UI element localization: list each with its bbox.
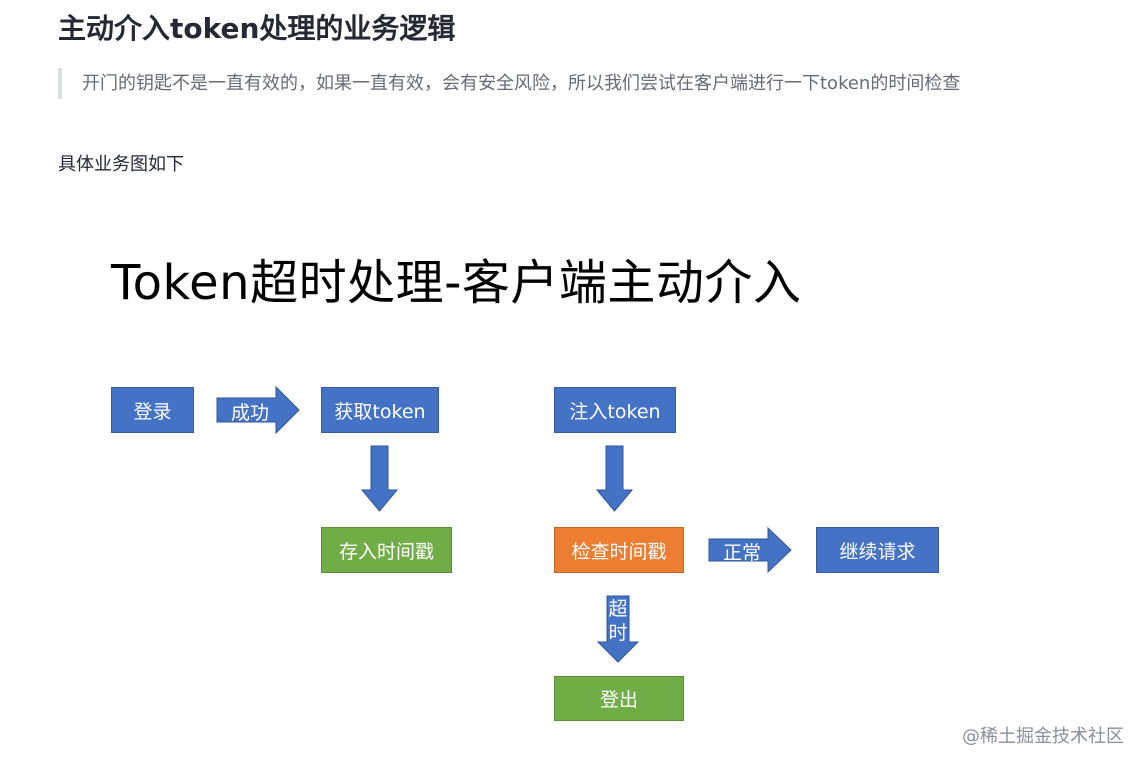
continue-request-node: 继续请求 (816, 527, 939, 573)
success-label: 成功 (231, 402, 270, 424)
blockquote: 开门的钥匙不是一直有效的，如果一直有效，会有安全风险，所以我们尝试在客户端进行一… (58, 68, 1048, 99)
success-arrow (216, 385, 300, 435)
login-node: 登录 (111, 387, 194, 433)
timeout-label: 超时 (608, 598, 628, 644)
get-token-node: 获取token (321, 387, 439, 433)
diagram-title: Token超时处理-客户端主动介入 (111, 255, 802, 311)
section-heading: 主动介入token处理的业务逻辑 (58, 12, 456, 45)
timeout-arrow (596, 595, 640, 663)
store-timestamp-node: 存入时间戳 (321, 527, 452, 573)
intro-paragraph: 具体业务图如下 (58, 154, 184, 175)
check-timestamp-node: 检查时间戳 (554, 527, 684, 573)
normal-label: 正常 (723, 542, 762, 564)
down-arrow-check (595, 445, 634, 512)
logout-node: 登出 (554, 676, 684, 721)
site-watermark: @稀土掘金技术社区 (962, 726, 1124, 747)
inject-token-node: 注入token (554, 387, 676, 433)
normal-arrow (708, 526, 792, 574)
blockquote-text: 开门的钥匙不是一直有效的，如果一直有效，会有安全风险，所以我们尝试在客户端进行一… (82, 73, 961, 94)
down-arrow-store (360, 445, 399, 512)
